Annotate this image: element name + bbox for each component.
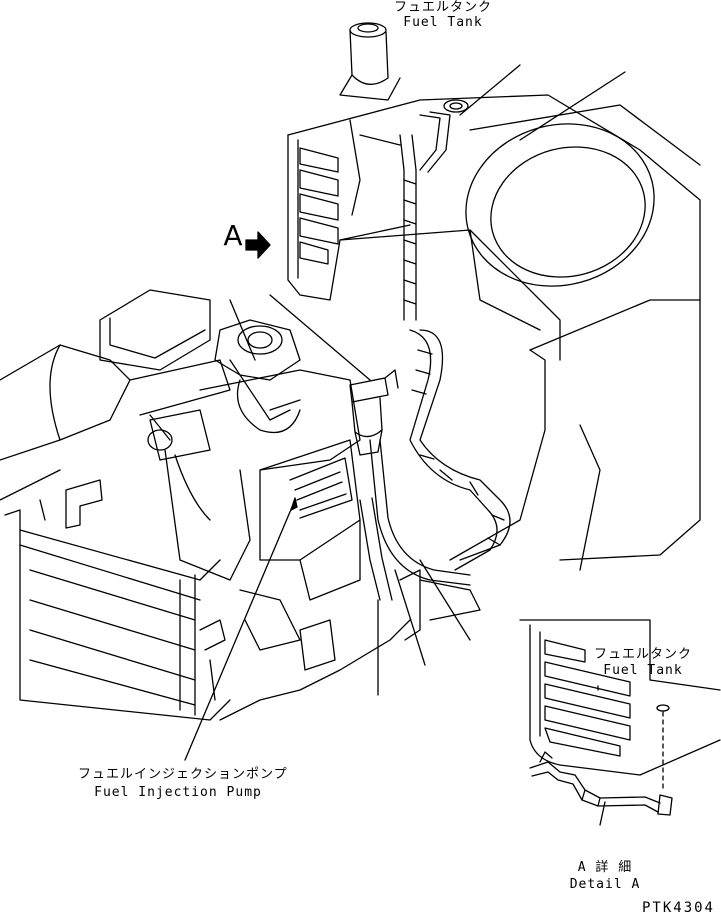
view-arrow xyxy=(245,231,271,259)
injection-pump-label-en: Fuel Injection Pump xyxy=(94,785,262,800)
detail-fuel-tank-label-jp: フュエルタンク xyxy=(593,647,692,662)
fuel-filter xyxy=(349,369,399,456)
fuel-tank-label-en: Fuel Tank xyxy=(403,15,483,30)
injection-pump-label-jp: フュエルインジェクションポンプ xyxy=(78,767,288,782)
frame xyxy=(0,469,481,721)
view-marker-a: A xyxy=(223,219,243,252)
leader-lines xyxy=(149,64,626,761)
drawing-number: PTK4304 xyxy=(641,900,715,916)
detail-a-inset xyxy=(519,619,721,826)
detail-fuel-tank-label-en: Fuel Tank xyxy=(603,663,683,678)
fuel-hoses xyxy=(359,111,511,601)
fuel-tank-label-jp: フュエルタンク xyxy=(393,0,492,15)
engine xyxy=(0,289,361,601)
detail-a-label-en: Detail A xyxy=(569,877,641,892)
detail-a-label-jp: A 詳 細 xyxy=(577,860,633,875)
